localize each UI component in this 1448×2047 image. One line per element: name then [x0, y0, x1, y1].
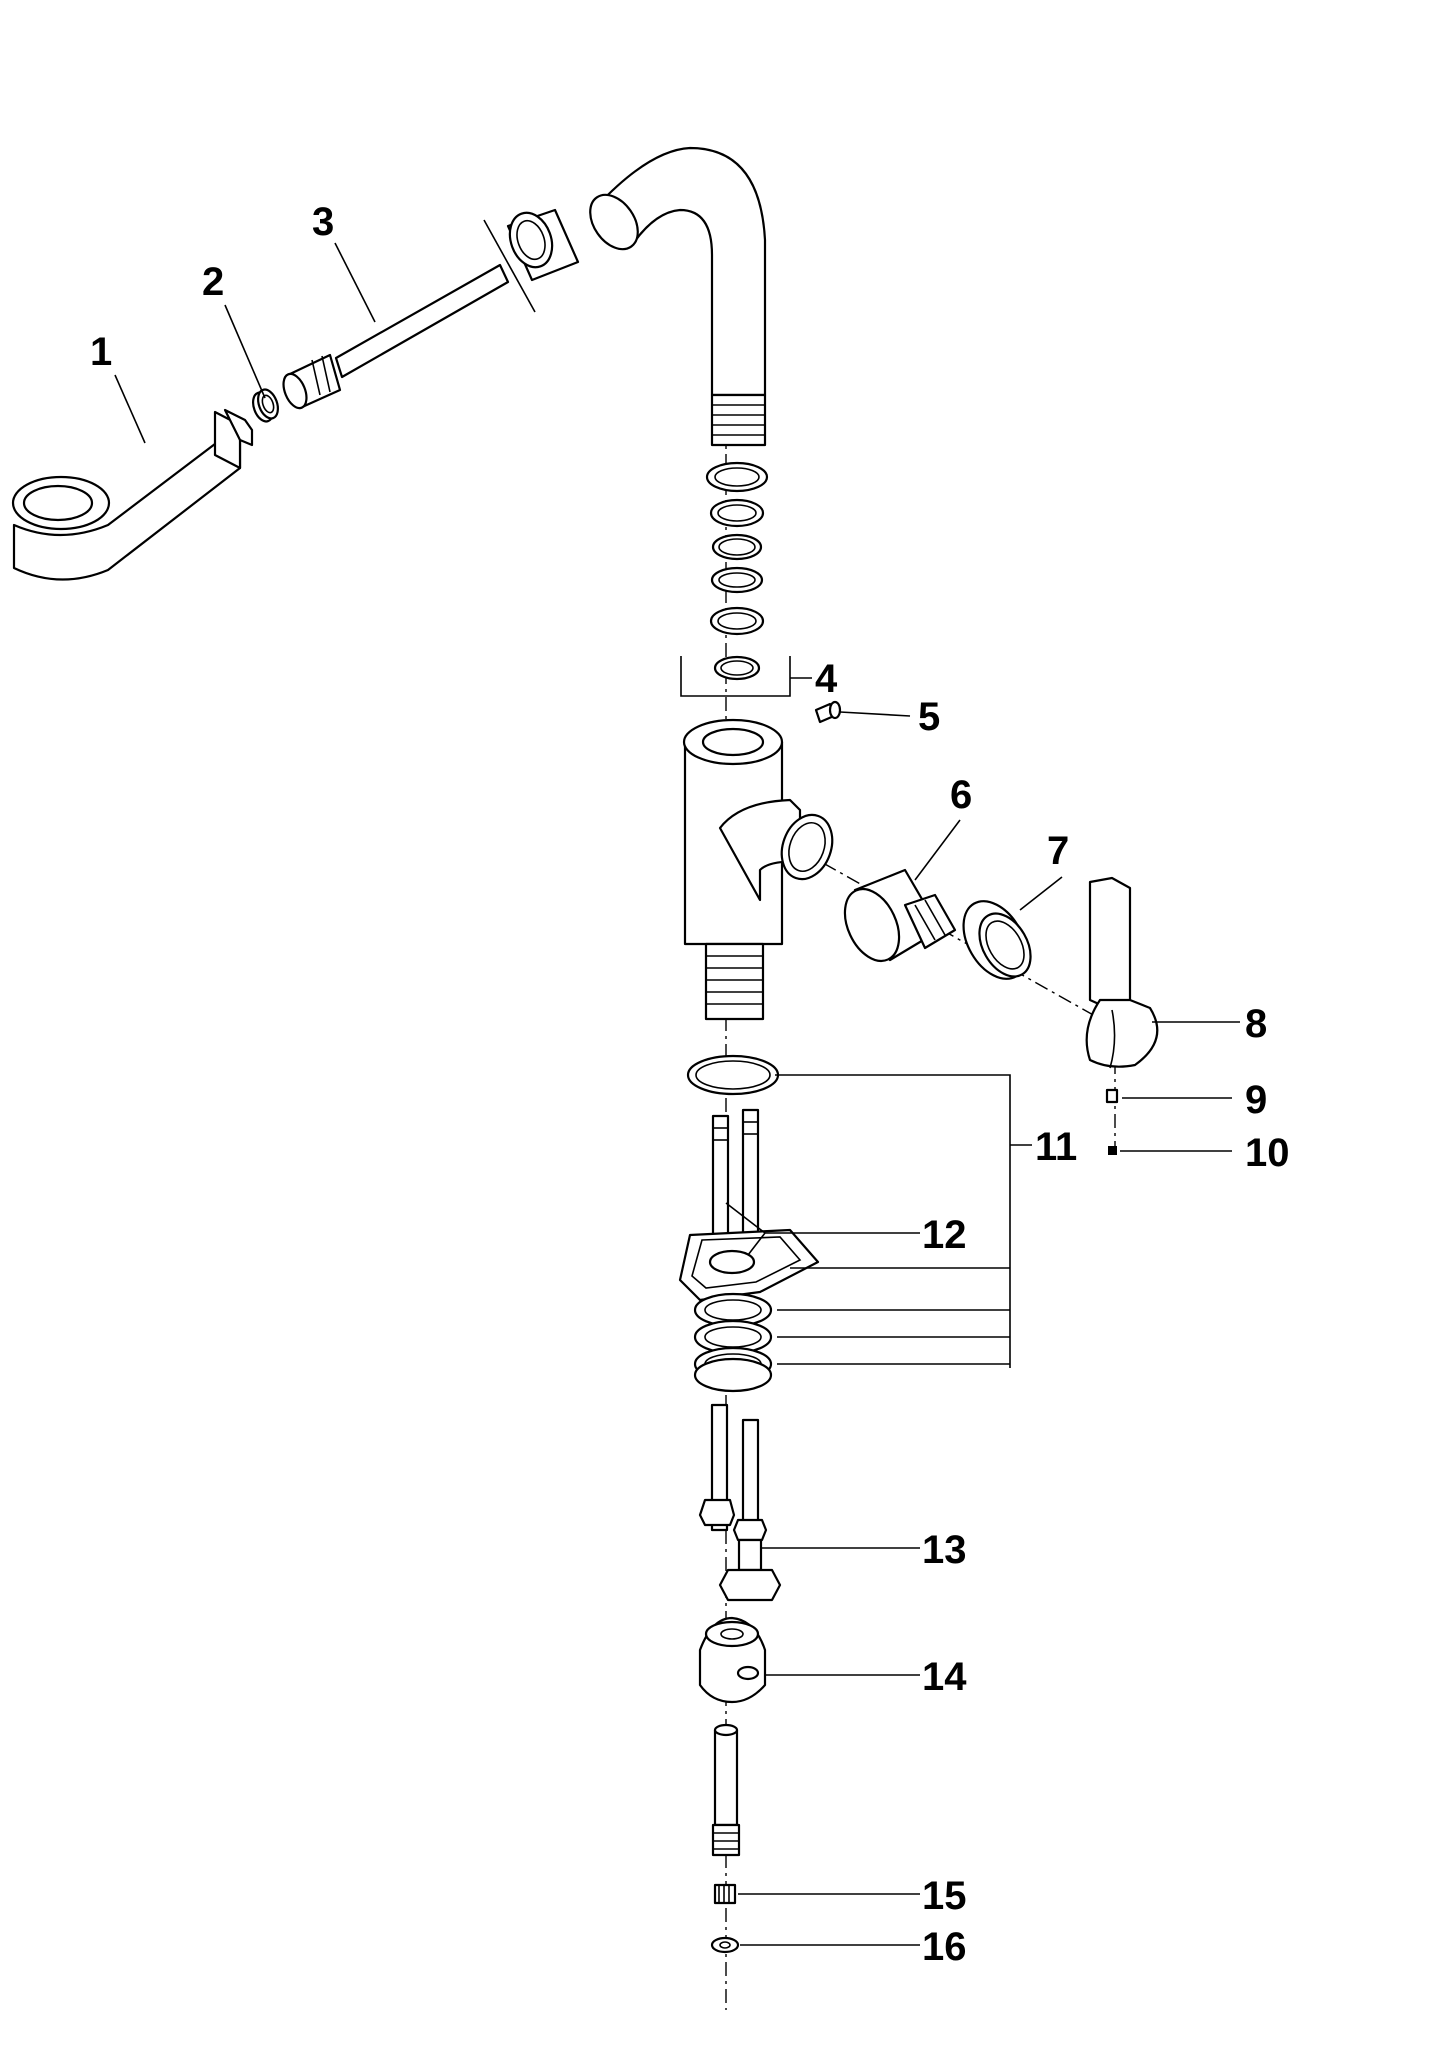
leader-2 [224, 304, 266, 399]
threaded-rod [711, 1723, 741, 1857]
part-6-cartridge [843, 868, 957, 963]
callout-15: 15 [922, 1874, 967, 1918]
callout-4: 4 [815, 657, 838, 701]
leader-11 [775, 1074, 1032, 1368]
faucet-body [682, 718, 834, 1021]
part-15-nut [713, 1883, 737, 1905]
body-thread [704, 942, 765, 1021]
leader-6 [914, 819, 961, 881]
spout-thread [710, 393, 767, 447]
leader-7 [1019, 876, 1063, 911]
leader-1 [114, 374, 146, 444]
part-4-o-rings [705, 461, 769, 681]
callout-2: 2 [202, 260, 224, 304]
part-9-grub-screw [1105, 1088, 1232, 1104]
callout-13: 13 [922, 1528, 967, 1572]
mounting-rings [693, 1292, 773, 1393]
part-2-washer [252, 388, 279, 423]
leader-3 [334, 242, 376, 323]
part-3-hose [282, 263, 510, 410]
part-16-washer [710, 1936, 740, 1954]
part-1-spray-head [11, 408, 254, 581]
part-8-lever-handle [1085, 876, 1159, 1069]
callout-1: 1 [90, 330, 112, 374]
callout-3: 3 [312, 200, 334, 244]
part-13-connection-hoses [698, 1403, 782, 1602]
spout-tube [589, 146, 767, 447]
callout-9: 9 [1245, 1078, 1267, 1122]
bracket-4 [680, 656, 812, 697]
spout-sleeve [506, 208, 580, 282]
callout-7: 7 [1047, 829, 1069, 873]
callout-10: 10 [1245, 1131, 1290, 1175]
callout-8: 8 [1245, 1002, 1267, 1046]
cartridge-axis [799, 849, 1121, 1031]
callout-14: 14 [922, 1655, 967, 1699]
part-5-screw [814, 700, 911, 724]
callout-11: 11 [1035, 1125, 1077, 1169]
callout-5: 5 [918, 695, 940, 739]
section-separator-line [483, 219, 536, 313]
part-12-bracket [678, 1228, 820, 1302]
base-o-ring [686, 1054, 780, 1096]
part-7-nut [962, 900, 1032, 980]
part-14-collet [698, 1616, 767, 1704]
callout-16: 16 [922, 1925, 967, 1969]
leader-12 [725, 1202, 920, 1256]
part-10-cap [1108, 1146, 1232, 1155]
callout-6: 6 [950, 773, 972, 817]
callout-12: 12 [922, 1213, 967, 1257]
